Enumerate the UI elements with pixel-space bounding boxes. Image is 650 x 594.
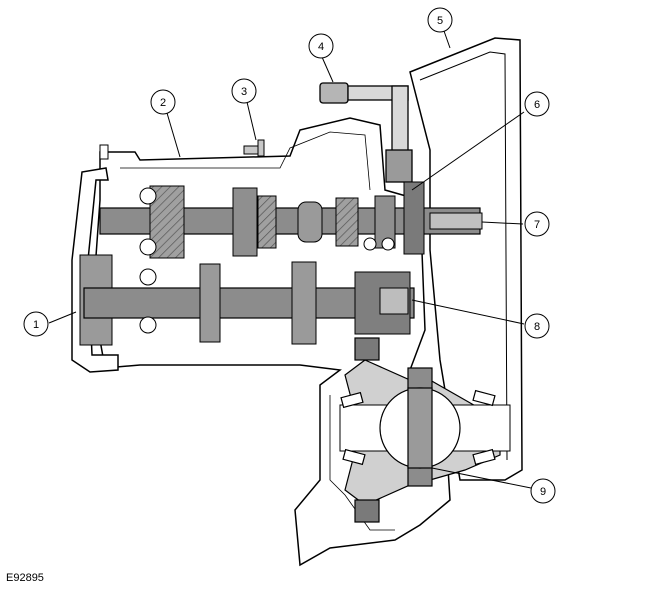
figure-code: E92895 [6,572,44,584]
callout-label: 8 [534,321,540,333]
input-shaft [99,181,483,259]
callout-label: 3 [241,86,247,98]
callout-label: 4 [318,41,324,53]
transmission-case [94,117,451,567]
callout-label: 2 [160,97,166,109]
callout-label: 1 [33,319,39,331]
leader-lines [48,30,532,489]
callout-6: 6 [524,91,550,117]
callout-label: 7 [534,219,540,231]
callout-8: 8 [524,313,550,339]
callout-3: 3 [231,78,257,104]
callout-1: 1 [23,311,49,337]
callout-9: 9 [530,478,556,504]
bell-housing [409,37,523,481]
callout-5: 5 [427,7,453,33]
callout-4: 4 [308,33,334,59]
selector-lever [319,82,413,183]
callout-label: 9 [540,486,546,498]
callout-2: 2 [150,89,176,115]
callout-label: 6 [534,99,540,111]
output-shaft [83,261,415,345]
callout-7: 7 [524,211,550,237]
breather-vent [243,139,265,157]
differential [339,337,511,523]
callout-label: 5 [437,15,443,27]
